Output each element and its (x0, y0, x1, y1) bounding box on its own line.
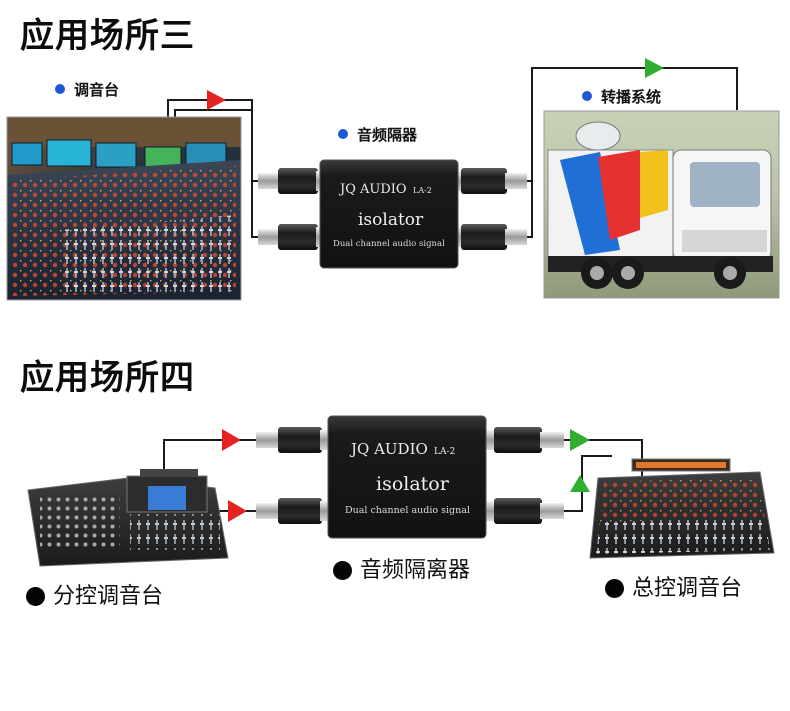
label-isolator: 音频隔器 (338, 124, 417, 145)
label-broadcast-system: 转播系统 (582, 86, 661, 107)
sub-mixer-console-image (28, 469, 228, 566)
isolator-device: JQ AUDIO LA-2 isolator Dual channel audi… (320, 160, 458, 268)
xlr-connector (258, 224, 324, 250)
xlr-connector (455, 224, 527, 250)
device-model: LA-2 (434, 447, 455, 457)
label-dot (605, 579, 624, 598)
device-model: LA-2 (413, 186, 432, 195)
main-mixer-console-image (590, 459, 774, 558)
input-arrow (228, 500, 247, 522)
device-subtitle: Dual channel audio signal (333, 239, 445, 249)
label-dot (333, 561, 352, 580)
xlr-connector (486, 498, 564, 524)
device-brand: JQ AUDIO (338, 182, 407, 197)
xlr-connector (256, 498, 330, 524)
scene3-title: 应用场所三 (20, 8, 195, 57)
label-dot (55, 84, 65, 94)
device-name: isolator (358, 210, 424, 230)
label-isolator: 音频隔离器 (333, 552, 470, 584)
label-dot (582, 91, 592, 101)
isolator-device: JQ AUDIO LA-2 isolator Dual channel audi… (328, 416, 486, 538)
input-arrow (207, 90, 226, 110)
input-arrow (222, 429, 241, 451)
output-arrow (570, 429, 590, 451)
xlr-connector (258, 168, 324, 194)
label-dot (26, 587, 45, 606)
device-brand: JQ AUDIO (349, 440, 428, 458)
broadcast-truck-image (544, 111, 779, 298)
xlr-connector (256, 427, 330, 453)
xlr-connector (455, 168, 527, 194)
device-name: isolator (376, 473, 450, 495)
device-subtitle: Dual channel audio signal (345, 505, 470, 516)
output-arrow (645, 58, 664, 78)
mixer-console-image (7, 117, 241, 300)
xlr-connector (486, 427, 564, 453)
label-mixer: 调音台 (55, 79, 119, 100)
output-arrow (570, 475, 590, 492)
label-main-mixer: 总控调音台 (605, 570, 742, 602)
scene4-title: 应用场所四 (20, 350, 195, 399)
label-sub-mixer: 分控调音台 (26, 578, 163, 610)
label-dot (338, 129, 348, 139)
